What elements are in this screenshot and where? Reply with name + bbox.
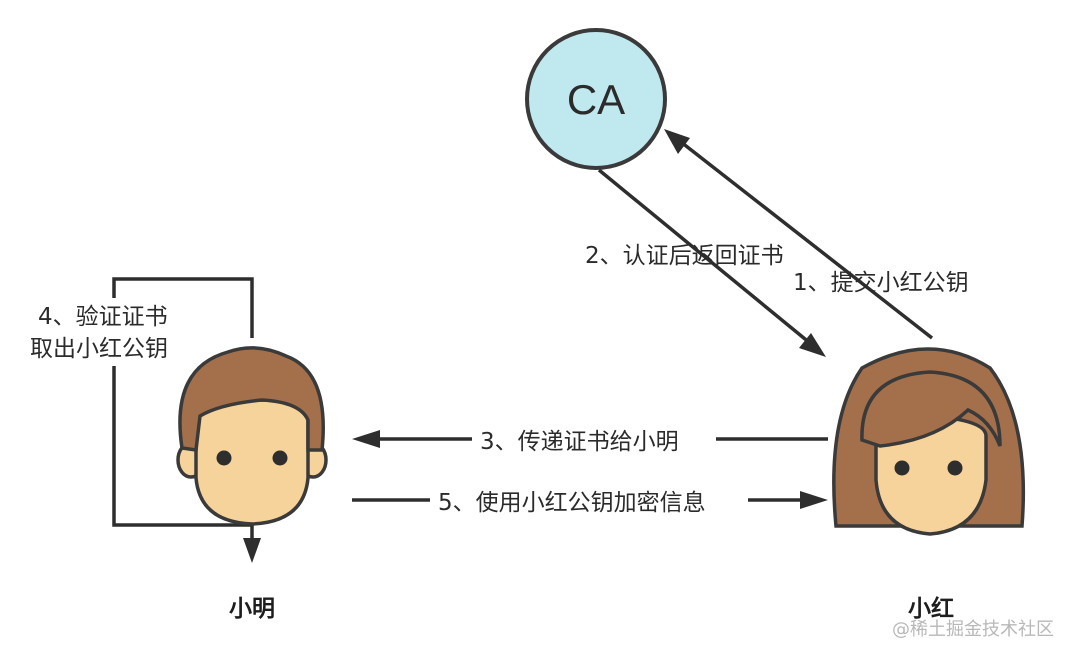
arrowhead-icon — [799, 333, 826, 357]
xiaoming-avatar — [176, 346, 328, 526]
ca-circle — [525, 28, 667, 170]
hair — [178, 346, 325, 452]
label-bg — [430, 483, 748, 517]
eye-left — [894, 460, 910, 476]
step-2-label: 2、认证后返回证书 — [585, 243, 784, 269]
eye-right — [272, 450, 288, 466]
xiaohong-label: 小红 — [908, 595, 954, 622]
face — [194, 398, 310, 526]
watermark: @稀土掘金技术社区 — [892, 619, 1054, 640]
xiaohong-avatar — [832, 347, 1026, 536]
arrow-verify-loop — [112, 277, 261, 563]
arrowhead-icon — [800, 491, 828, 509]
arrowhead-icon — [664, 129, 690, 154]
ca-label: CA — [567, 76, 625, 123]
eye-left — [216, 450, 232, 466]
hair-fringe — [860, 370, 1002, 448]
step-4-label-line2: 取出小红公钥 — [30, 336, 168, 362]
loop-line — [112, 277, 254, 540]
arrow-return-cert — [597, 168, 826, 357]
arrow-submit-key — [664, 129, 934, 340]
step-5-label: 5、使用小红公钥加密信息 — [438, 490, 706, 516]
label-bg — [30, 298, 200, 366]
arrow-line — [670, 133, 934, 340]
label-bg — [472, 422, 716, 456]
arrow-line — [597, 168, 818, 350]
arrowhead-icon — [243, 538, 261, 563]
ca-node: CA — [525, 28, 667, 170]
xiaoming-label: 小明 — [229, 596, 275, 622]
step-4-label-line1: 4、验证证书 — [38, 304, 168, 330]
arrowhead-icon — [352, 430, 380, 448]
eye-right — [947, 460, 963, 476]
step-3-label: 3、传递证书给小明 — [480, 429, 679, 455]
step-1-label: 1、提交小红公钥 — [793, 270, 969, 296]
